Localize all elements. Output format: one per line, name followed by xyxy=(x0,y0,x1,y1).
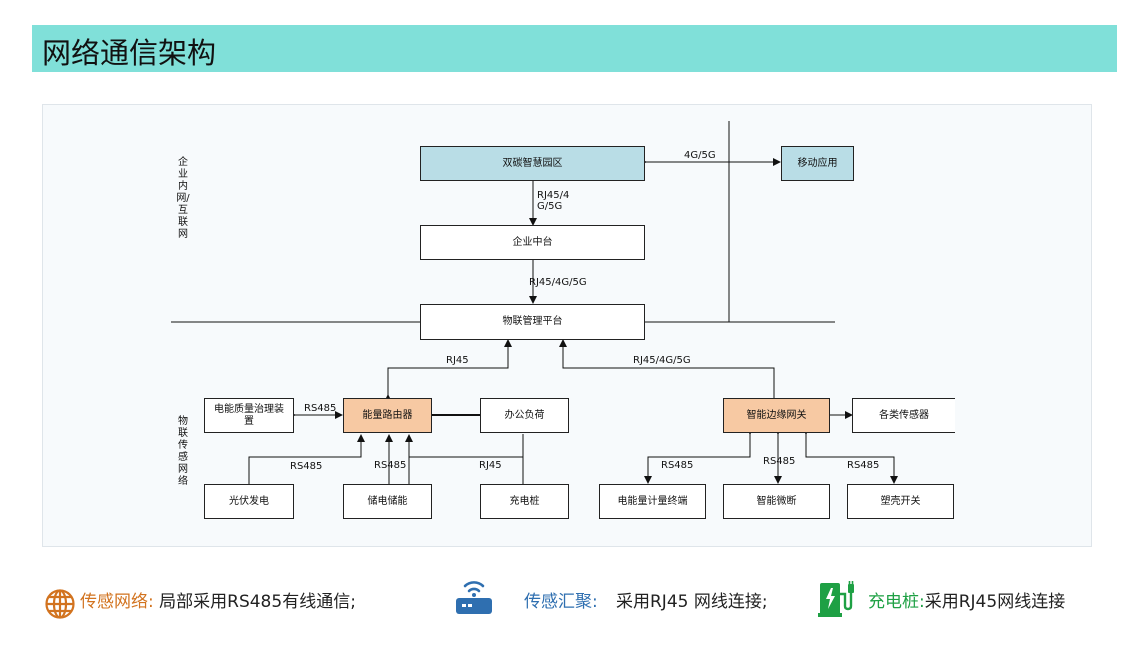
node-sensors: 各类传感器 xyxy=(852,398,955,433)
architecture-diagram: 企业内网/互联网 物联传感网络 双碳智慧园区 移动应用 企业中台 物联管理平台 … xyxy=(42,104,1092,547)
legend-desc-aggregation: 采用RJ45 网线连接; xyxy=(616,592,768,612)
node-charger: 充电桩 xyxy=(480,484,569,519)
link-label-gw-switch: RS485 xyxy=(847,460,880,471)
link-label-park-mobile: 4G/5G xyxy=(684,150,716,161)
node-edge-gateway: 智能边缘网关 xyxy=(723,398,830,433)
legend-key-sensing: 传感网络 xyxy=(80,592,148,612)
node-power-quality: 电能质量治理装置 xyxy=(204,398,294,433)
node-meter: 电能量计量终端 xyxy=(599,484,706,519)
node-energy-router: 能量路由器 xyxy=(343,398,432,433)
legend-sensing-aggregation: 传感汇聚: xyxy=(524,592,598,612)
legend-sep-sensing: : xyxy=(148,592,154,612)
legend-key-aggregation: 传感汇聚 xyxy=(524,592,592,612)
node-case-switch: 塑壳开关 xyxy=(847,484,954,519)
legend-charger: 充电桩:采用RJ45网线连接 xyxy=(868,592,1065,612)
link-label-pq-router: RS485 xyxy=(304,403,337,414)
node-iot-platform: 物联管理平台 xyxy=(420,304,645,340)
zone-label-upper: 企业内网/互联网 xyxy=(176,157,190,240)
title-bar: 网络通信架构 xyxy=(32,25,1117,72)
link-label-iot-router: RJ45 xyxy=(446,355,469,366)
legend-sep-aggregation: : xyxy=(592,592,598,612)
legend-sep-charger: : xyxy=(919,592,925,612)
globe-icon xyxy=(44,588,76,624)
page-title: 网络通信架构 xyxy=(42,36,217,70)
node-storage: 储电储能 xyxy=(343,484,432,519)
node-micro-breaker: 智能微断 xyxy=(723,484,830,519)
zone-label-lower: 物联传感网络 xyxy=(178,416,188,487)
connection-lines xyxy=(171,121,898,485)
link-label-middle-iot: RJ45/4G/5G xyxy=(529,277,587,288)
link-label-pv-router: RS485 xyxy=(290,461,323,472)
link-label-gw-meter: RS485 xyxy=(661,460,694,471)
node-mobile-app: 移动应用 xyxy=(781,146,854,181)
node-smart-park: 双碳智慧园区 xyxy=(420,146,645,181)
node-pv: 光伏发电 xyxy=(204,484,294,519)
legend-desc-sensing: 局部采用RS485有线通信; xyxy=(159,592,356,612)
legend-key-charger: 充电桩 xyxy=(868,592,919,612)
legend-desc-charger: 采用RJ45网线连接 xyxy=(924,592,1066,612)
router-icon xyxy=(454,576,494,620)
link-label-iot-gateway: RJ45/4G/5G xyxy=(633,355,691,366)
link-label-park-middle: RJ45/4 G/5G xyxy=(537,190,570,212)
node-enterprise-middle: 企业中台 xyxy=(420,225,645,260)
legend-desc-aggregation-wrap: 采用RJ45 网线连接; xyxy=(616,592,781,613)
link-label-charger-router: RJ45 xyxy=(479,460,502,471)
link-label-storage-router: RS485 xyxy=(374,460,407,471)
legend-sensing-network: 传感网络: 局部采用RS485有线通信; xyxy=(80,592,356,612)
node-office-load: 办公负荷 xyxy=(480,398,569,433)
link-label-gw-breaker: RS485 xyxy=(763,456,796,467)
charging-station-icon xyxy=(818,580,856,622)
